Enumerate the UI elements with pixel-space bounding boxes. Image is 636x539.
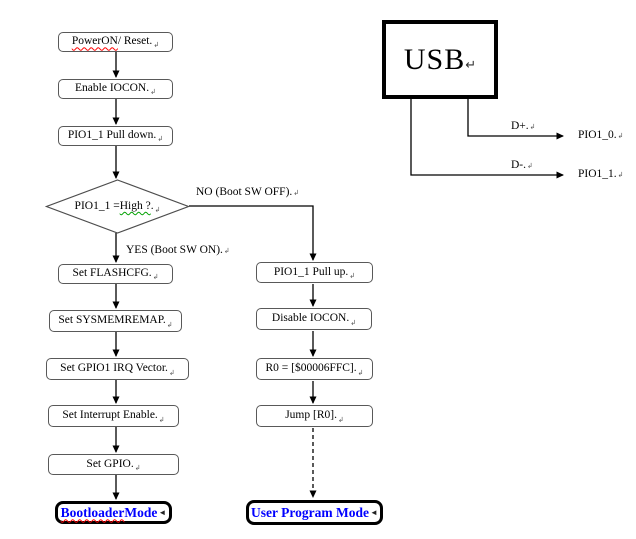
paragraph-mark: ↲ [527, 162, 533, 170]
flow-decision-pio11-high: PIO1_1 = High ?.↲ [55, 196, 180, 216]
signal-name: D+. [511, 120, 529, 132]
flow-step-label: Set GPIO. [86, 457, 134, 470]
flow-step-pio11-pull-down: PIO1_1 Pull down.↲ [58, 126, 173, 146]
paragraph-mark: ↲ [134, 464, 141, 472]
flow-step-label: Set SYSMEMREMAP. [58, 314, 166, 327]
paragraph-mark: ↲ [357, 369, 364, 377]
flow-step-label: Set GPIO1 IRQ Vector. [60, 362, 168, 375]
decision-label-pre: PIO1_1 = [74, 200, 120, 212]
end-of-text-mark: ◄ [158, 508, 167, 517]
paragraph-mark: ↲ [617, 132, 624, 140]
paragraph-mark: ↵ [465, 56, 477, 72]
grammar-flagged-word: High ? [119, 200, 151, 212]
paragraph-mark: ↲ [349, 272, 356, 280]
paragraph-mark: ↲ [166, 321, 173, 329]
flow-step-label: PIO1_1 Pull down. [67, 129, 157, 142]
edge-label-text: NO (Boot SW OFF). [196, 186, 293, 198]
signal-label-d-minus: D-.↲ [511, 159, 533, 172]
paragraph-mark: ↲ [157, 135, 164, 143]
paragraph-mark: ↲ [350, 319, 357, 327]
paragraph-mark: ↲ [158, 416, 165, 424]
usb-block: USB ↵ [382, 20, 498, 99]
paragraph-mark: ↲ [223, 247, 230, 255]
signal-name: D-. [511, 159, 527, 171]
paragraph-mark: ↲ [337, 416, 344, 424]
paragraph-mark: ↲ [293, 189, 300, 197]
terminal-user-program-mode: User Program Mode◄ [246, 500, 383, 525]
flow-step-label: Disable IOCON. [271, 312, 350, 325]
flow-step-set-interrupt-enable: Set Interrupt Enable.↲ [48, 405, 179, 427]
paragraph-mark: ↲ [152, 273, 159, 281]
flow-step-jump-r0: Jump [R0].↲ [256, 405, 373, 427]
flow-step-label: Jump [R0]. [285, 409, 337, 422]
flow-step-label: Enable IOCON. [75, 82, 150, 95]
terminal-label: Mode [124, 504, 158, 520]
pin-label-pio1-1: PIO1_1.↲ [578, 168, 624, 181]
edge-label-text: YES (Boot SW ON). [126, 244, 223, 256]
misspelled-word: PowerON [71, 35, 118, 48]
decision-diamond-shape [44, 179, 191, 234]
usb-title: USB [403, 42, 466, 76]
paragraph-mark: ↲ [617, 171, 624, 179]
paragraph-mark: ↲ [529, 123, 536, 131]
flow-step-set-flashcfg: Set FLASHCFG.↲ [58, 264, 173, 284]
flow-step-label: Set Interrupt Enable. [62, 409, 158, 422]
flow-step-label: / Reset. [117, 35, 153, 48]
flow-step-label: Set FLASHCFG. [72, 267, 152, 280]
terminal-bootloader-mode: Bootloader Mode◄ [55, 501, 172, 524]
pin-name: PIO1_1. [578, 168, 617, 180]
flow-step-label: PIO1_1 Pull up. [273, 265, 349, 278]
pin-name: PIO1_0. [578, 129, 617, 141]
flow-step-disable-iocon: Disable IOCON.↲ [256, 308, 372, 330]
misspelled-word: Bootloader [60, 504, 125, 520]
flow-step-label: R0 = [$00006FFC]. [265, 362, 357, 375]
edge-label-no: NO (Boot SW OFF).↲ [196, 186, 300, 199]
flow-step-enable-iocon: Enable IOCON.↲ [58, 79, 173, 99]
flow-step-set-sysmemremap: Set SYSMEMREMAP.↲ [49, 310, 182, 332]
end-of-text-mark: ◄ [370, 508, 378, 517]
signal-label-d-plus: D+.↲ [511, 120, 536, 133]
paragraph-mark: ↲ [154, 206, 161, 214]
flow-step-set-gpio1-irq-vector: Set GPIO1 IRQ Vector.↲ [46, 358, 189, 380]
flow-step-power-on-reset: PowerON/ Reset.↲ [58, 32, 173, 52]
flow-step-r0-load: R0 = [$00006FFC].↲ [256, 358, 373, 380]
terminal-label: User Program Mode [251, 504, 370, 520]
edge-label-yes: YES (Boot SW ON).↲ [126, 244, 230, 257]
flow-step-pio11-pull-up: PIO1_1 Pull up.↲ [256, 262, 373, 283]
paragraph-mark: ↲ [150, 88, 156, 96]
flow-step-set-gpio: Set GPIO.↲ [48, 454, 179, 475]
paragraph-mark: ↲ [168, 369, 175, 377]
pin-label-pio1-0: PIO1_0.↲ [578, 129, 624, 142]
paragraph-mark: ↲ [153, 41, 160, 49]
decision-label-post: . [150, 200, 154, 212]
